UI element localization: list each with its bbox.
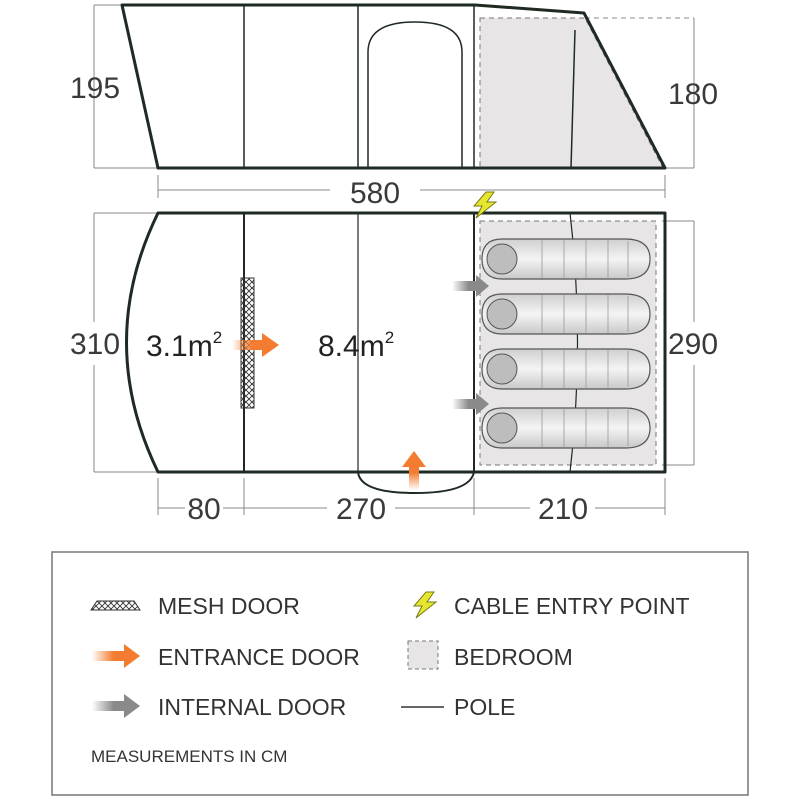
sleeping-bag	[481, 238, 651, 280]
side-height-left-label: 195	[70, 72, 120, 105]
measurements-note: MEASUREMENTS IN CM	[91, 747, 287, 766]
side-pole-4	[570, 29, 576, 169]
plan-tent-outline	[125, 211, 667, 474]
side-dimension-lines	[93, 4, 695, 198]
plan-width-left-label: 310	[70, 328, 120, 361]
internal-door-arrow-icon	[452, 275, 489, 297]
legend: MESH DOOR ENTRANCE DOOR INTERNAL DOOR CA…	[51, 551, 749, 796]
legend-entrance-door-label: ENTRANCE DOOR	[158, 644, 360, 670]
sleeping-bag	[481, 348, 651, 390]
legend-pole-label: POLE	[454, 694, 515, 720]
mesh-door-icon	[90, 600, 141, 611]
lightning-bolt-icon	[472, 191, 498, 219]
entrance-door-arrow-icon	[92, 644, 140, 668]
internal-door-arrow-icon	[452, 393, 489, 415]
side-view: 195 180 580	[70, 3, 718, 210]
porch-length-label: 80	[187, 493, 220, 526]
side-tent-outline	[120, 3, 667, 170]
plan-width-right-label: 290	[668, 328, 718, 361]
plan-door-bay	[357, 471, 475, 495]
sleeping-bag	[481, 407, 651, 449]
living-length-label: 270	[336, 493, 386, 526]
living-area-label: 8.4m2	[318, 328, 394, 363]
bedroom-square-icon	[407, 640, 439, 670]
legend-cable-entry-label: CABLE ENTRY POINT	[454, 593, 690, 619]
porch-area-label: 3.1m2	[146, 328, 222, 363]
floor-plan: 310 290 3.1m2 8.4m2 80 270 210	[70, 191, 718, 526]
bedroom-length-label: 210	[538, 493, 588, 526]
side-door-arch	[367, 21, 463, 168]
entrance-door-arrow-icon	[232, 333, 279, 357]
sleeping-bags	[481, 238, 651, 449]
legend-internal-door-label: INTERNAL DOOR	[158, 694, 346, 720]
side-length-label: 580	[350, 177, 400, 210]
legend-box	[51, 551, 749, 796]
internal-door-arrow-icon	[92, 694, 140, 718]
legend-mesh-door-label: MESH DOOR	[158, 593, 300, 619]
entrance-door-arrow-icon	[402, 451, 426, 490]
sleeping-bag	[481, 293, 651, 335]
legend-bedroom-label: BEDROOM	[454, 644, 573, 670]
side-height-right-label: 180	[668, 78, 718, 111]
lightning-bolt-icon	[412, 591, 438, 619]
